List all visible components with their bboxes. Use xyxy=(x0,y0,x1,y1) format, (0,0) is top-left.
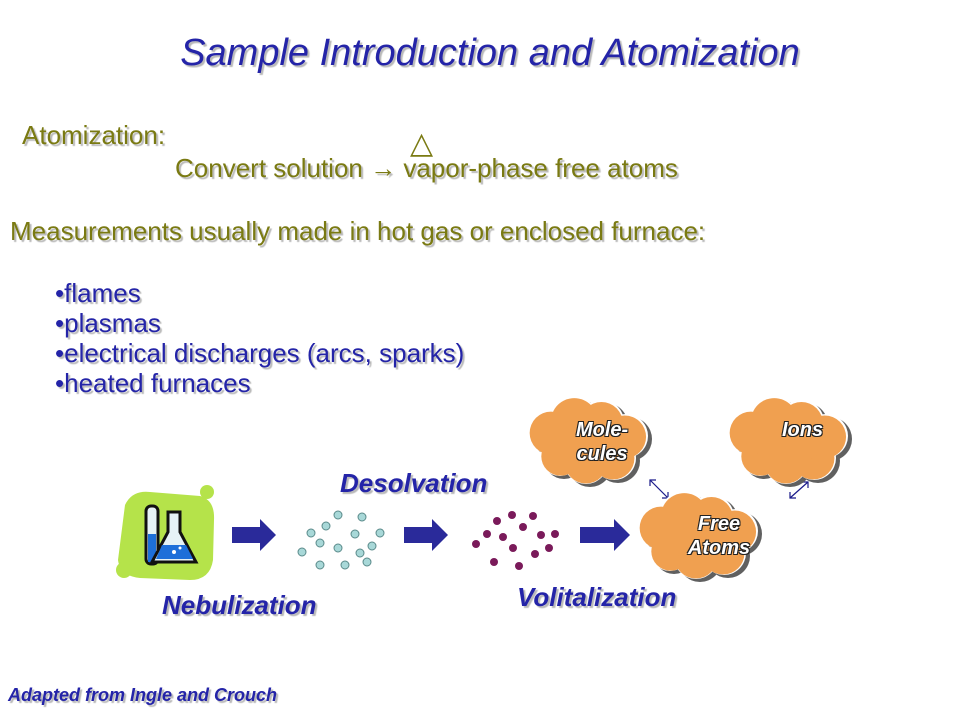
arrow-right-icon xyxy=(580,519,630,551)
list-item: flames xyxy=(55,278,464,308)
slide-title: Sample Introduction and Atomization xyxy=(180,32,800,74)
list-item: heated furnaces xyxy=(55,368,464,398)
free-atoms-label: Free Atoms xyxy=(678,512,760,560)
nebulization-label: Nebulization xyxy=(162,590,317,620)
desolvation-label: Desolvation xyxy=(340,468,488,498)
volatilization-label: Volitalization xyxy=(517,582,677,612)
arrow-right-icon xyxy=(232,519,276,551)
free-atoms-label-line1: Free xyxy=(697,513,741,535)
source-credit: Adapted from Ingle and Crouch xyxy=(8,685,278,705)
molecules-label: Mole- cules xyxy=(576,418,628,466)
molecules-label-line1: Mole- xyxy=(576,419,629,441)
heat-delta-icon: △ xyxy=(410,127,434,160)
measurements-statement: Measurements usually made in hot gas or … xyxy=(10,216,706,246)
aerosol-droplets xyxy=(297,510,385,570)
atomizer-list: flames plasmas electrical discharges (ar… xyxy=(55,278,464,398)
dried-particles xyxy=(472,511,559,570)
ions-label: Ions xyxy=(782,419,824,441)
arrow-right-icon xyxy=(404,519,448,551)
atomization-label: Atomization: xyxy=(22,120,166,150)
molecules-label-line2: cules xyxy=(576,443,628,465)
list-item: plasmas xyxy=(55,308,464,338)
list-item: electrical discharges (arcs, sparks) xyxy=(55,338,464,368)
convert-statement: Convert solution → vapor-phase free atom… xyxy=(175,153,678,183)
free-atoms-label-line2: Atoms xyxy=(687,537,751,559)
lab-glassware-icon xyxy=(116,485,215,580)
